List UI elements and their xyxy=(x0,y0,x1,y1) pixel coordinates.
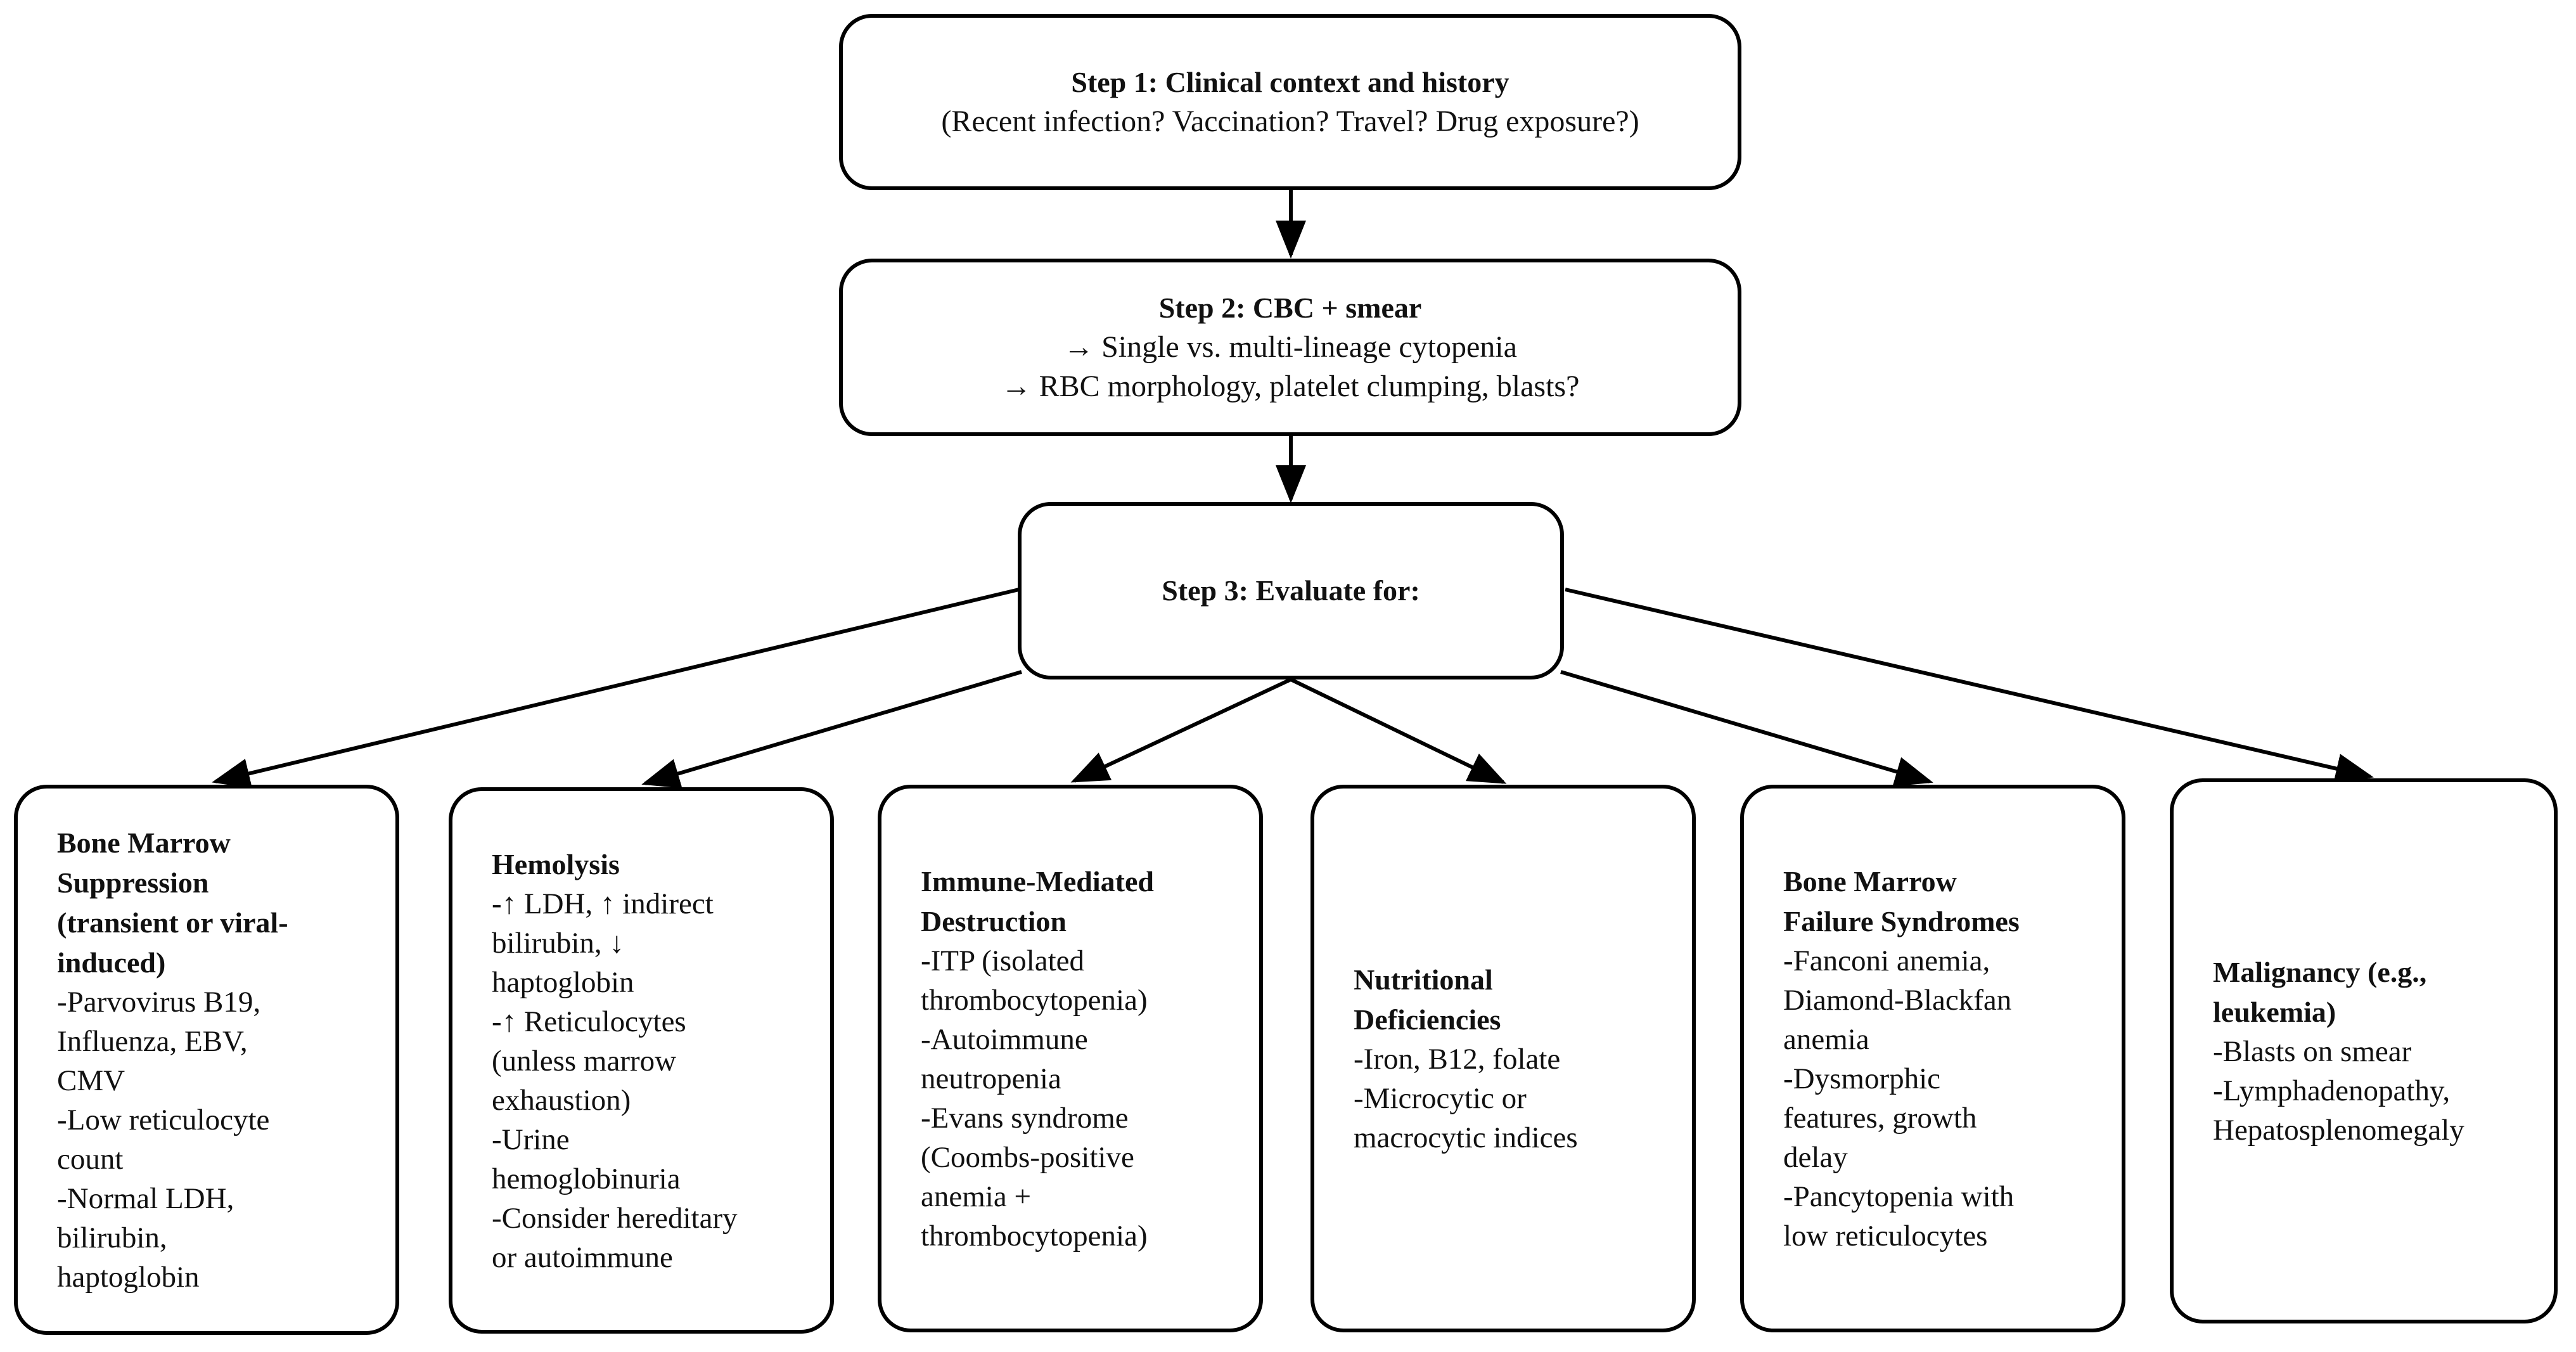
step-2-detail: → Single vs. multi-lineage cytopenia xyxy=(1063,330,1517,364)
branch-line: -ITP (isolated xyxy=(921,944,1084,977)
branch-title: Bone Marrow xyxy=(57,827,231,859)
branch-line: bilirubin, ↓ xyxy=(492,926,624,960)
branch-line: -Iron, B12, folate xyxy=(1354,1043,1561,1076)
branch-line: haptoglobin xyxy=(492,965,634,999)
step-3-box: Step 3: Evaluate for: xyxy=(1018,502,1564,679)
branch-title: Malignancy (e.g., xyxy=(2213,956,2427,988)
branch-line: -Urine xyxy=(492,1123,570,1156)
step-2-title: Step 2: CBC + smear xyxy=(1158,292,1422,324)
branch-line: haptoglobin xyxy=(57,1261,200,1294)
branch-title: leukemia) xyxy=(2213,996,2336,1028)
branch-line: low reticulocytes xyxy=(1783,1220,1988,1252)
branch-title: Deficiencies xyxy=(1354,1003,1501,1036)
arrow-to-immune-mediated xyxy=(1070,678,1292,783)
branch-title: Bone Marrow xyxy=(1783,865,1957,898)
branch-line: -Pancytopenia with xyxy=(1783,1180,2015,1213)
arrow-to-hemolysis xyxy=(641,670,1022,789)
branch-hemolysis: Hemolysis -↑ LDH, ↑ indirect bilirubin, … xyxy=(449,787,834,1334)
branch-line: -Autoimmune xyxy=(921,1023,1088,1056)
branch-line: features, growth xyxy=(1783,1102,1977,1135)
branch-bone-marrow-failure-syndromes: Bone Marrow Failure Syndromes -Fanconi a… xyxy=(1740,785,2125,1332)
branch-line: thrombocytopenia) xyxy=(921,1220,1148,1252)
branch-title: (transient or viral- xyxy=(57,906,288,939)
branch-title: Destruction xyxy=(921,905,1067,937)
branch-line: hemoglobinuria xyxy=(492,1162,681,1195)
branch-title: Immune-Mediated xyxy=(921,865,1154,898)
arrow-to-nutritional xyxy=(1290,678,1507,784)
arrow-to-malignancy xyxy=(1565,588,2374,784)
branch-line: Influenza, EBV, xyxy=(57,1025,248,1058)
branch-line: -Dysmorphic xyxy=(1783,1062,1941,1095)
branch-immune-mediated-destruction: Immune-Mediated Destruction -ITP (isolat… xyxy=(878,785,1263,1332)
step-2-detail: → RBC morphology, platelet clumping, bla… xyxy=(1001,370,1580,403)
branch-line: -Lymphadenopathy, xyxy=(2213,1074,2451,1107)
branch-line: Diamond-Blackfan xyxy=(1783,984,2012,1017)
branch-line: (Coombs-positive xyxy=(921,1141,1134,1174)
branch-title: Nutritional xyxy=(1354,963,1493,996)
branch-line: (unless marrow xyxy=(492,1044,677,1078)
branch-line: -Blasts on smear xyxy=(2213,1035,2412,1068)
arrow-to-bone-marrow-failure xyxy=(1560,670,1933,787)
branch-line: CMV xyxy=(57,1064,125,1097)
branch-nutritional-deficiencies: Nutritional Deficiencies -Iron, B12, fol… xyxy=(1310,785,1696,1332)
branch-line: count xyxy=(57,1143,124,1176)
step-1-detail: (Recent infection? Vaccination? Travel? … xyxy=(941,105,1639,138)
branch-malignancy: Malignancy (e.g., leukemia) -Blasts on s… xyxy=(2170,778,2558,1323)
branch-line: bilirubin, xyxy=(57,1221,167,1254)
branch-bone-marrow-suppression: Bone Marrow Suppression (transient or vi… xyxy=(14,785,399,1335)
branch-line: anemia + xyxy=(921,1180,1031,1213)
branch-line: -Evans syndrome xyxy=(921,1102,1129,1135)
branch-line: -Parvovirus B19, xyxy=(57,986,261,1019)
arrow-to-bone-marrow-suppression xyxy=(212,588,1020,789)
branch-line: -↑ LDH, ↑ indirect xyxy=(492,887,714,920)
step-1-box: Step 1: Clinical context and history (Re… xyxy=(839,14,1741,190)
step-1-title: Step 1: Clinical context and history xyxy=(1071,66,1509,98)
branch-line: -Fanconi anemia, xyxy=(1783,944,1990,977)
branch-line: thrombocytopenia) xyxy=(921,984,1148,1017)
branch-line: delay xyxy=(1783,1141,1848,1174)
branch-line: -Consider hereditary xyxy=(492,1201,738,1235)
branch-line: -Normal LDH, xyxy=(57,1182,234,1215)
branch-line: Hepatosplenomegaly xyxy=(2213,1114,2464,1147)
branch-line: neutropenia xyxy=(921,1062,1061,1095)
branch-title: Failure Syndromes xyxy=(1783,905,2020,937)
branch-title: Hemolysis xyxy=(492,847,620,880)
branch-line: -↑ Reticulocytes xyxy=(492,1005,686,1038)
step-2-box: Step 2: CBC + smear → Single vs. multi-l… xyxy=(839,259,1741,436)
step-3-title: Step 3: Evaluate for: xyxy=(1162,574,1420,607)
branch-line: exhaustion) xyxy=(492,1083,631,1117)
branch-title: Suppression xyxy=(57,866,209,899)
branch-line: macrocytic indices xyxy=(1354,1121,1578,1154)
branch-line: -Microcytic or xyxy=(1354,1082,1527,1115)
branch-line: anemia xyxy=(1783,1023,1869,1056)
branch-line: or autoimmune xyxy=(492,1240,673,1274)
branch-title: induced) xyxy=(57,946,166,979)
branch-line: -Low reticulocyte xyxy=(57,1104,270,1136)
